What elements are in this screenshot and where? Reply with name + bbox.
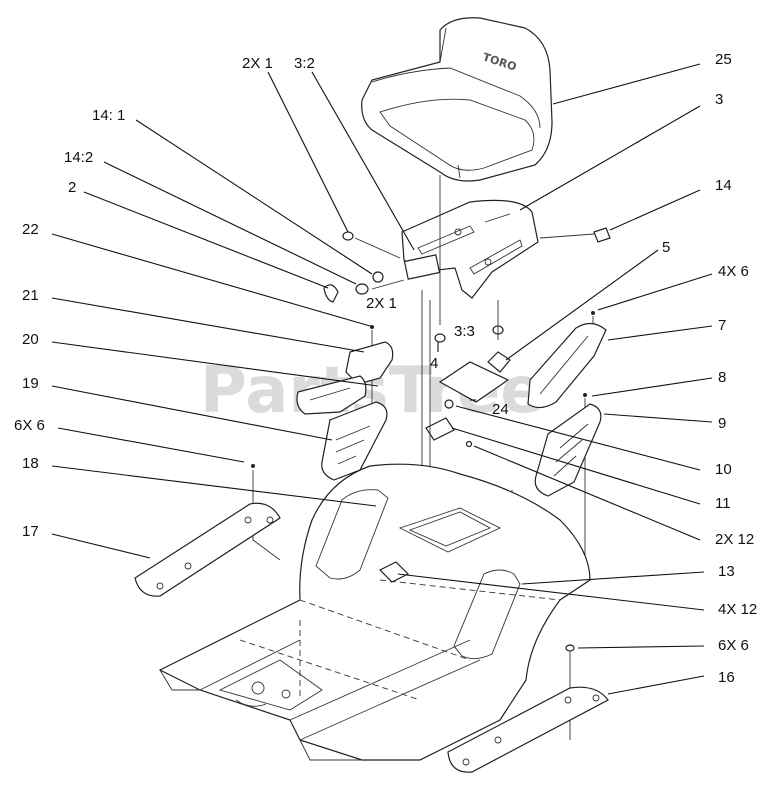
callout-8: 8 [718,369,726,386]
seat: TORO [361,17,553,182]
part-16-running-board [447,686,609,773]
callout-2x12: 2X 12 [715,531,754,548]
callout-2: 2 [68,179,76,196]
part-7-pad [527,322,607,409]
part-21-bracket [345,341,394,385]
seat-mounting-plate [401,199,539,299]
callout-25: 25 [715,51,732,68]
part-9-pad [534,403,602,497]
callout-21: 21 [22,287,39,304]
callout-4x6: 4X 6 [718,263,749,280]
callout-24: 24 [492,401,509,418]
callout-9: 9 [718,415,726,432]
part-24-decal [438,361,510,403]
fender-body [158,463,591,761]
callout-14-1: 14: 1 [92,107,125,124]
callout-3-3: 3:3 [454,323,475,340]
callout-2x1-mid: 2X 1 [366,295,397,312]
callout-19: 19 [22,375,39,392]
part-20-cover [296,375,367,415]
callout-11: 11 [715,495,731,512]
callout-2x1-top: 2X 1 [242,55,273,72]
callout-10: 10 [715,461,732,478]
callout-16: 16 [718,669,735,686]
callout-18: 18 [22,455,39,472]
callout-22: 22 [22,221,39,238]
leader-lines [51,63,713,695]
callout-20: 20 [22,331,39,348]
callout-13: 13 [718,563,735,580]
callout-14: 14 [715,177,732,194]
callout-3: 3 [715,91,723,108]
callout-17: 17 [22,523,39,540]
callout-7: 7 [718,317,726,334]
seat-hardware [251,227,611,652]
part-17-running-board [134,502,281,597]
callout-14-2: 14:2 [64,149,93,166]
callout-labels: 25 3 2X 1 3:2 14: 1 14:2 2 22 21 20 19 6… [14,51,757,686]
callout-4x12: 4X 12 [718,601,757,618]
callout-6x6-right: 6X 6 [718,637,749,654]
callout-4: 4 [430,355,438,372]
callout-5: 5 [662,239,670,256]
callout-3-2: 3:2 [294,55,315,72]
callout-6x6-left: 6X 6 [14,417,45,434]
